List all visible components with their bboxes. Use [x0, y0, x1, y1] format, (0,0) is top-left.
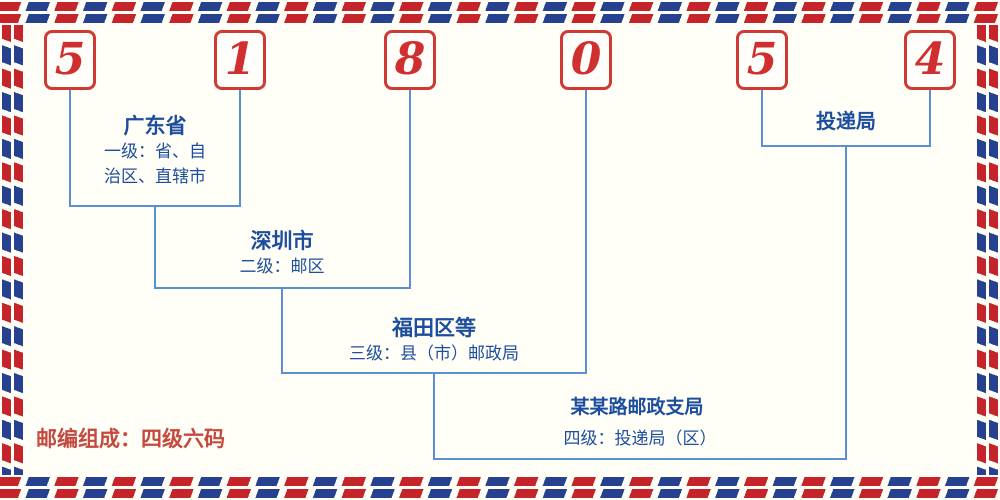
line-digit3-down [409, 90, 411, 289]
level3-name: 福田区等 [392, 316, 476, 340]
line-delivery-bracket [761, 145, 931, 147]
border-stripe-right-outer [989, 25, 998, 475]
border-stripe-bottom-inner [0, 477, 1000, 486]
level2-name: 深圳市 [250, 229, 314, 253]
digit-box-1: 5 [44, 30, 96, 90]
line-digit5-down [761, 90, 763, 147]
level1-label-group: 广东省 一级：省、自 治区、直辖市 [70, 112, 240, 190]
digit-1: 5 [54, 34, 86, 85]
line-level1-to-level2 [154, 205, 156, 289]
digit-box-5: 5 [736, 30, 788, 90]
level2-desc: 二级：邮区 [239, 257, 325, 278]
line-level2-to-level3 [281, 287, 283, 374]
border-stripe-bottom-outer [0, 489, 1000, 498]
level3-label-group: 福田区等 三级：县（市）邮政局 [324, 314, 544, 367]
border-stripe-top-outer [0, 2, 1000, 11]
digit-6: 4 [914, 34, 946, 85]
level3-desc: 三级：县（市）邮政局 [349, 344, 519, 365]
level2-label-group: 深圳市 二级：邮区 [182, 227, 382, 280]
line-digit4-down [585, 90, 587, 374]
digit-box-3: 8 [384, 30, 436, 90]
line-level4-bottom [433, 458, 847, 460]
line-digit1-down [69, 90, 71, 207]
level4-desc: 四级：投递局（区） [563, 429, 717, 449]
level4-name: 投递局 [816, 109, 876, 133]
level1-desc-line2: 治区、直辖市 [104, 166, 206, 187]
line-digit6-down [929, 90, 931, 147]
level1-desc-line1: 一级：省、自 [104, 142, 206, 163]
digit-2: 1 [224, 34, 256, 85]
level1-name: 广东省 [123, 114, 187, 138]
border-stripe-left-outer [2, 25, 11, 475]
digit-4: 0 [570, 34, 602, 85]
level4-branch: 某某路邮政支局 [570, 396, 704, 418]
digit-5: 5 [746, 34, 778, 85]
border-stripe-right-inner [977, 25, 986, 475]
composition-note: 邮编组成：四级六码 [36, 427, 225, 451]
digit-3: 8 [394, 34, 426, 85]
digit-box-2: 1 [214, 30, 266, 90]
line-level3-to-level4 [433, 372, 435, 460]
border-stripe-left-inner [14, 25, 23, 475]
digit-box-4: 0 [560, 30, 612, 90]
digit-box-6: 4 [904, 30, 956, 90]
border-stripe-top-inner [0, 14, 1000, 23]
line-level4-riser [845, 145, 847, 460]
line-digit2-down [239, 90, 241, 207]
